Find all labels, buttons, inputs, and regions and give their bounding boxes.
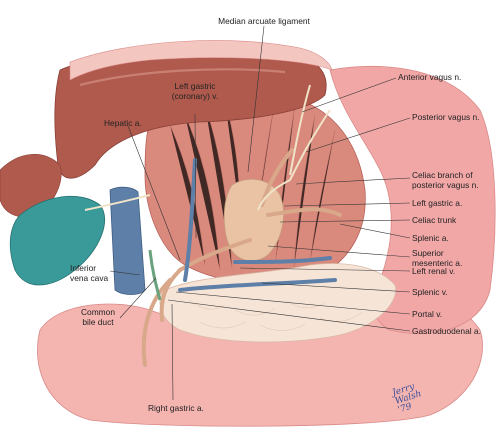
label-common-bile-duct: Common bile duct bbox=[81, 307, 115, 327]
label-celiac-branch-posterior-vagus: Celiac branch of posterior vagus n. bbox=[412, 170, 479, 190]
label-posterior-vagus-n: Posterior vagus n. bbox=[412, 112, 480, 122]
liver-rim bbox=[69, 40, 333, 81]
label-splenic-a: Splenic a. bbox=[412, 233, 449, 243]
label-splenic-v: Splenic v. bbox=[412, 287, 448, 297]
pancreas-lobules bbox=[189, 299, 363, 331]
common-bile-duct bbox=[148, 249, 162, 301]
label-hepatic-a: Hepatic a. bbox=[104, 118, 142, 128]
nerves bbox=[84, 84, 331, 211]
label-celiac-trunk: Celiac trunk bbox=[412, 215, 457, 225]
label-left-gastric-coronary-v: Left gastric (coronary) v. bbox=[171, 81, 219, 101]
label-anterior-vagus-n: Anterior vagus n. bbox=[398, 72, 462, 82]
liver-highlight bbox=[79, 68, 286, 87]
leader-lines bbox=[109, 25, 411, 401]
label-left-renal-v: Left renal v. bbox=[412, 266, 456, 276]
veins bbox=[178, 158, 337, 292]
gallbladder bbox=[9, 195, 106, 286]
pancreas bbox=[159, 263, 397, 343]
label-median-arcuate-ligament: Median arcuate ligament bbox=[218, 16, 310, 26]
stomach-body bbox=[329, 66, 496, 334]
label-left-gastric-a: Left gastric a. bbox=[412, 198, 463, 208]
label-gastroduodenal-a: Gastroduodenal a. bbox=[412, 326, 481, 336]
label-portal-v: Portal v. bbox=[412, 309, 443, 319]
label-right-gastric-a: Right gastric a. bbox=[148, 403, 204, 413]
lower-stomach bbox=[37, 295, 483, 427]
label-inferior-vena-cava: Inferior vena cava bbox=[70, 263, 109, 283]
label-superior-mesenteric-a: Superior mesenteric a. bbox=[412, 248, 463, 268]
